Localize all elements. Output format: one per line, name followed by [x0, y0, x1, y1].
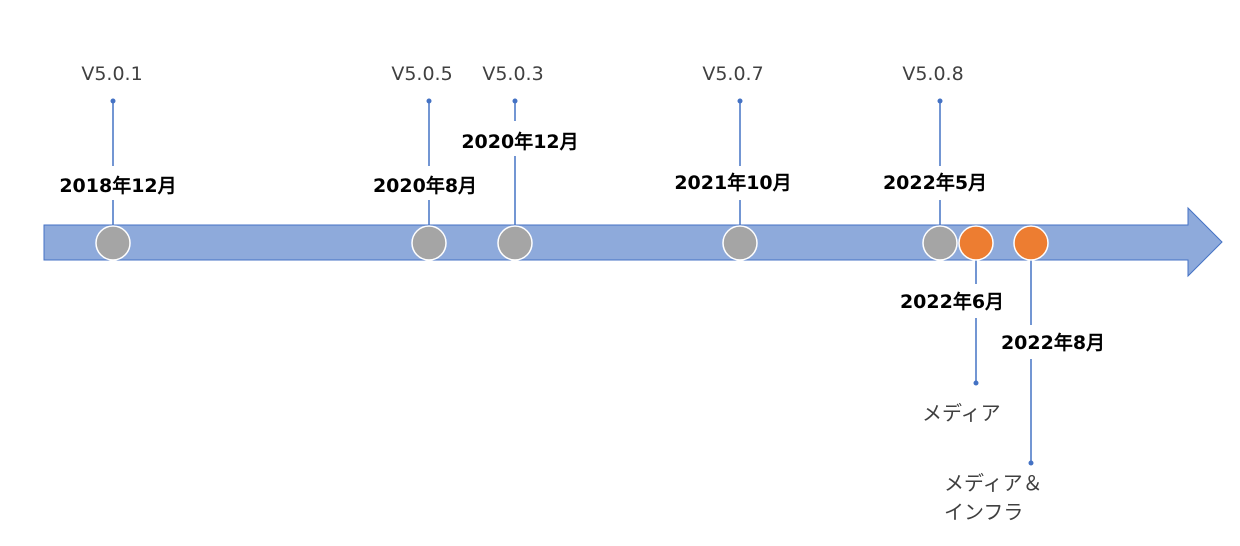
connector-end-dot — [512, 98, 518, 104]
planned-marker — [958, 225, 994, 261]
release-milestone: V5.0.1 2018年12月 — [59, 63, 177, 261]
release-milestone: V5.0.5 2020年8月 — [373, 63, 477, 261]
connector-end-dot — [973, 380, 979, 386]
release-version-label: V5.0.5 — [391, 63, 452, 85]
release-milestone: V5.0.7 2021年10月 — [674, 63, 792, 261]
release-version-label: V5.0.3 — [482, 63, 543, 85]
release-date-label: 2018年12月 — [59, 174, 176, 197]
release-marker — [411, 225, 447, 261]
planned-date-label: 2022年6月 — [900, 290, 1004, 313]
connector-end-dot — [1028, 460, 1034, 466]
planned-category-label: メディア — [922, 401, 1001, 425]
planned-category-label: メディア＆ — [944, 471, 1043, 495]
release-date-label: 2020年12月 — [461, 130, 578, 153]
planned-marker — [1013, 225, 1049, 261]
connector-end-dot — [737, 98, 743, 104]
release-marker — [922, 225, 958, 261]
release-version-label: V5.0.1 — [81, 63, 142, 85]
release-version-label: V5.0.8 — [902, 63, 963, 85]
release-milestone: V5.0.8 2022年5月 — [883, 63, 987, 261]
planned-category-label: インフラ — [944, 500, 1023, 524]
release-marker — [497, 225, 533, 261]
connector-end-dot — [937, 98, 943, 104]
release-date-label: 2022年5月 — [883, 171, 987, 194]
release-date-label: 2020年8月 — [373, 174, 477, 197]
release-marker — [722, 225, 758, 261]
planned-milestone: 2022年8月 メディア＆ インフラ — [944, 225, 1105, 524]
release-milestone: V5.0.3 2020年12月 — [461, 63, 579, 261]
planned-milestone: 2022年6月 メディア — [900, 225, 1004, 425]
connector-end-dot — [426, 98, 432, 104]
planned-date-label: 2022年8月 — [1001, 331, 1105, 354]
release-version-label: V5.0.7 — [702, 63, 763, 85]
connector-end-dot — [110, 98, 116, 104]
release-marker — [95, 225, 131, 261]
timeline-arrow — [43, 206, 1223, 278]
release-date-label: 2021年10月 — [674, 171, 791, 194]
